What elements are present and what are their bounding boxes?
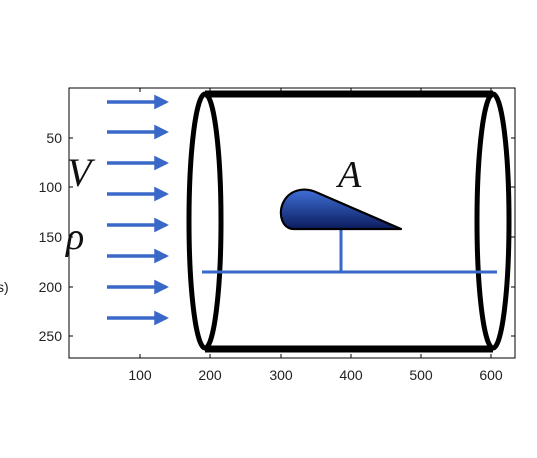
- y-tick-label: 150: [39, 229, 63, 245]
- airfoil-label: A: [335, 154, 362, 196]
- x-tick-label: 400: [339, 367, 363, 383]
- velocity-symbol: V: [67, 150, 96, 195]
- plot-frame: [68, 87, 516, 359]
- x-tick-label: 600: [479, 367, 503, 383]
- tunnel-inlet-ring: [186, 91, 224, 351]
- x-tick-label: 200: [198, 367, 222, 383]
- y-tick-label: 100: [39, 179, 63, 195]
- tunnel-outlet-ring: [474, 91, 512, 351]
- y-axis-label-fragment: s): [0, 279, 9, 295]
- x-tick-label: 300: [269, 367, 293, 383]
- x-tick-label: 100: [128, 367, 152, 383]
- x-tick-label: 500: [409, 367, 433, 383]
- support-rig: [202, 229, 497, 274]
- y-tick-label: 250: [39, 328, 63, 344]
- flow-arrows: [107, 94, 169, 326]
- tunnel-cylinder: [186, 90, 512, 353]
- density-symbol: ρ: [65, 216, 84, 258]
- y-tick-label: 50: [46, 130, 62, 146]
- y-tick-label: 200: [39, 279, 63, 295]
- y-tick-marks: [69, 137, 515, 337]
- airfoil-shape: [279, 188, 403, 231]
